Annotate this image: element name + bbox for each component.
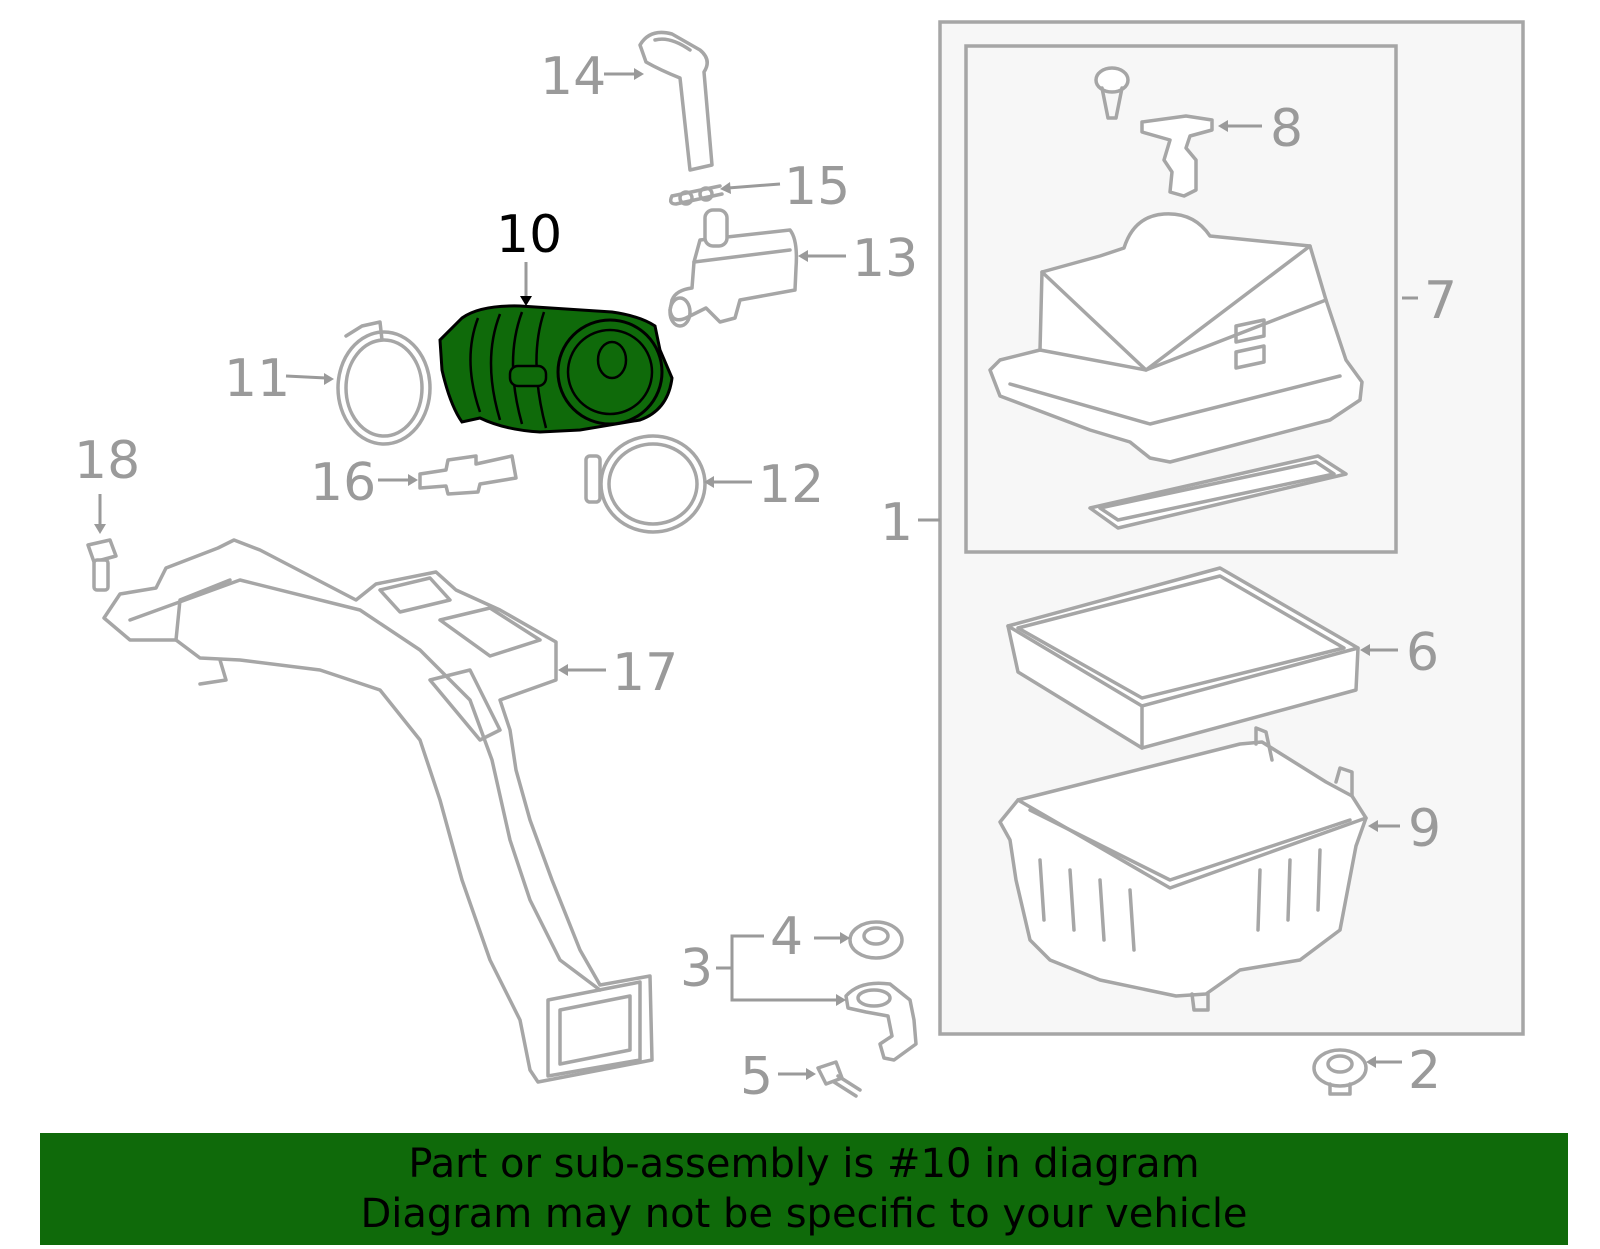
part-4-grommet bbox=[848, 920, 904, 960]
leader-lines bbox=[94, 68, 1418, 1080]
part-7-cover bbox=[988, 212, 1364, 464]
part-14-hose bbox=[638, 30, 714, 172]
callout-9: 9 bbox=[1408, 799, 1441, 859]
banner-line-1: Part or sub-assembly is #10 in diagram bbox=[408, 1141, 1200, 1187]
callout-8: 8 bbox=[1270, 99, 1303, 159]
callout-5: 5 bbox=[740, 1047, 773, 1107]
callout-14: 14 bbox=[540, 47, 606, 107]
part-6-filter bbox=[1006, 566, 1360, 750]
part-18-bolt bbox=[86, 538, 118, 592]
callout-3: 3 bbox=[680, 939, 713, 999]
callout-11: 11 bbox=[224, 349, 290, 409]
part-17-air-duct bbox=[102, 538, 654, 1084]
part-16-sensor bbox=[418, 454, 518, 496]
part-11-clamp bbox=[336, 320, 432, 446]
info-banner: Part or sub-assembly is #10 in diagram D… bbox=[40, 1133, 1568, 1245]
gasket-under-7 bbox=[1088, 454, 1348, 530]
part-8-sensor bbox=[1140, 114, 1214, 198]
callout-15: 15 bbox=[784, 157, 850, 217]
banner-line-2: Diagram may not be specific to your vehi… bbox=[360, 1191, 1248, 1237]
part-15-clamp bbox=[668, 184, 724, 206]
callout-10: 10 bbox=[496, 205, 562, 265]
part-12-clamp bbox=[584, 434, 707, 534]
part-10-intake-hose bbox=[438, 304, 674, 434]
callout-12: 12 bbox=[758, 455, 824, 515]
callout-4: 4 bbox=[770, 907, 803, 967]
part-5-bolt bbox=[816, 1060, 862, 1098]
part-9-lower-case bbox=[998, 726, 1368, 1012]
part-13-resonator bbox=[668, 208, 799, 328]
callout-17: 17 bbox=[612, 643, 678, 703]
callout-13: 13 bbox=[852, 229, 918, 289]
part-3-bracket bbox=[844, 981, 918, 1062]
callout-16: 16 bbox=[310, 453, 376, 513]
screw-near-8 bbox=[1094, 66, 1130, 120]
callout-6: 6 bbox=[1406, 623, 1439, 683]
callout-1: 1 bbox=[880, 493, 913, 553]
part-2-grommet bbox=[1312, 1048, 1368, 1096]
callout-18: 18 bbox=[74, 431, 140, 491]
callout-7: 7 bbox=[1424, 271, 1457, 331]
callout-2: 2 bbox=[1408, 1041, 1441, 1101]
